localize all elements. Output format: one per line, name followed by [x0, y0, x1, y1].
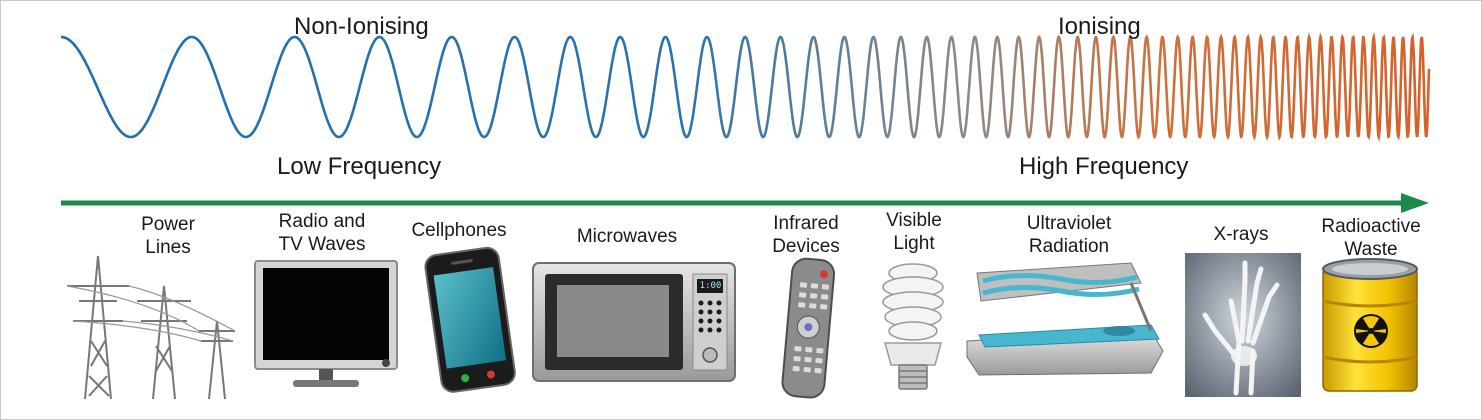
cellphone-icon [424, 246, 516, 393]
light-bulb-icon [882, 263, 944, 390]
category-x-rays: X-rays [1214, 223, 1269, 246]
remote-control-icon [781, 257, 836, 399]
category-label-line1: Radio and [278, 211, 366, 232]
category-label-line1: Infrared [773, 213, 839, 234]
high-frequency-label: High Frequency [1019, 153, 1189, 180]
category-visible-light: Visible Light [886, 209, 942, 255]
category-label-line1: X-rays [1213, 224, 1269, 245]
power-lines-icon [66, 255, 236, 400]
microwave-display-text: 1:00 [699, 281, 722, 291]
non-ionising-label: Non-Ionising [294, 13, 429, 40]
category-infrared: Infrared Devices [772, 212, 840, 258]
category-radioactive-waste: Radioactive Waste [1321, 215, 1420, 261]
category-label-line1: Power [141, 214, 195, 235]
category-label-line1: Cellphones [411, 220, 507, 241]
frequency-arrow [61, 193, 1429, 213]
low-frequency-label: Low Frequency [277, 153, 442, 180]
category-label-line1: Microwaves [576, 226, 678, 247]
category-label-line2: TV Waves [278, 234, 366, 255]
category-cellphones: Cellphones [411, 219, 506, 242]
xray-hand-icon [1185, 253, 1301, 397]
category-power-lines: Power Lines [141, 213, 195, 259]
category-label-line2: Lines [145, 237, 191, 258]
ionising-label: Ionising [1058, 13, 1141, 40]
television-icon [254, 260, 398, 387]
radioactive-barrel-icon [1322, 258, 1418, 392]
category-label-line2: Waste [1344, 239, 1398, 260]
category-radio-tv: Radio and TV Waves [279, 210, 366, 256]
category-label-line2: Radiation [1028, 236, 1110, 257]
category-label-line1: Radioactive [1321, 216, 1421, 237]
category-label-line1: Visible [886, 210, 942, 231]
category-label-line2: Light [893, 233, 935, 254]
microwave-icon [532, 262, 736, 382]
category-ultraviolet: Ultraviolet Radiation [1027, 212, 1111, 258]
category-label-line2: Devices [772, 236, 840, 257]
tanning-bed-icon [966, 262, 1164, 376]
category-microwaves: Microwaves [577, 225, 677, 248]
category-label-line1: Ultraviolet [1026, 213, 1112, 234]
frequency-wave [61, 32, 1431, 143]
